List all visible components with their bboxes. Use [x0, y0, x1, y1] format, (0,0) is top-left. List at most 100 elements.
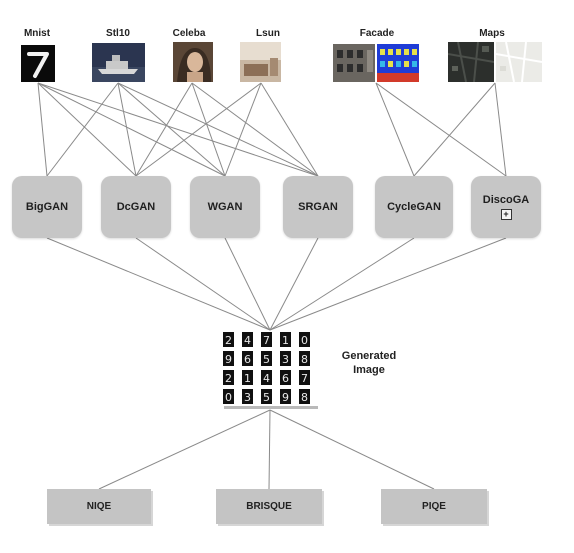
digit-sample-tile: 5: [261, 389, 272, 404]
svg-text:0: 0: [301, 334, 308, 347]
metric-label-niqe: NIQE: [86, 501, 112, 512]
dataset-label-celeba: Celeba: [172, 28, 206, 39]
edge-generated-to-niqe: [98, 409, 271, 490]
svg-text:5: 5: [263, 353, 270, 366]
digit-sample-tile: 2: [223, 332, 234, 347]
digit-sample-tile: 8: [299, 389, 310, 404]
model-node-biggan: BigGAN: [12, 176, 82, 238]
generated-image-label-line2: Image: [353, 364, 385, 376]
edge-facade-to-cyclegan: [375, 82, 415, 177]
celeba-thumbnail: [173, 42, 213, 82]
svg-text:7: 7: [263, 334, 270, 347]
svg-text:8: 8: [301, 353, 308, 366]
svg-text:3: 3: [282, 353, 289, 366]
generated-image-label: Generated Image: [329, 349, 409, 377]
edge-srgan-to-generated: [269, 237, 319, 331]
model-node-discogan: DiscoGA +: [471, 176, 541, 238]
model-node-cyclegan: CycleGAN: [375, 176, 453, 238]
svg-text:3: 3: [244, 391, 251, 404]
edge-cyclegan-to-generated: [269, 237, 415, 331]
model-node-dcgan: DcGAN: [101, 176, 171, 238]
edge-stl10-to-wgan: [117, 82, 226, 177]
edge-stl10-to-srgan: [117, 82, 319, 177]
edge-lsun-to-dcgan: [135, 82, 262, 177]
digit-sample-tile: 1: [280, 332, 291, 347]
edge-mnist-to-wgan: [37, 82, 226, 177]
digit-sample-tile: 5: [261, 351, 272, 366]
stl10-thumbnail: [92, 43, 145, 82]
digit-sample-tile: 1: [242, 370, 253, 385]
edge-biggan-to-generated: [46, 237, 271, 331]
edge-mnist-to-biggan: [37, 82, 48, 177]
dataset-label-mnist: Mnist: [23, 28, 51, 39]
digit-sample-tile: 0: [299, 332, 310, 347]
edge-dcgan-to-generated: [135, 237, 271, 331]
model-node-wgan: WGAN: [190, 176, 260, 238]
edge-lsun-to-srgan: [260, 82, 319, 177]
edge-stl10-to-biggan: [46, 82, 119, 177]
mnist-thumbnail: [21, 45, 55, 82]
edge-generated-to-brisque: [268, 409, 271, 490]
dataset-label-lsun: Lsun: [256, 28, 280, 39]
svg-text:9: 9: [225, 353, 232, 366]
svg-text:1: 1: [282, 334, 289, 347]
svg-text:4: 4: [263, 372, 270, 385]
svg-text:8: 8: [301, 391, 308, 404]
lsun-thumbnail: [240, 42, 281, 82]
edge-maps-to-discogan: [494, 82, 507, 177]
dataset-label-maps: Maps: [479, 28, 505, 39]
facade-label-map-thumbnail: [377, 44, 419, 82]
metric-node-piqe: PIQE: [381, 489, 487, 524]
digit-sample-tile: 2: [223, 370, 234, 385]
svg-text:2: 2: [225, 334, 232, 347]
model-label-srgan: SRGAN: [298, 201, 338, 213]
digit-sample-tile: 0: [223, 389, 234, 404]
model-label-wgan: WGAN: [207, 201, 243, 213]
digit-sample-tile: 4: [242, 332, 253, 347]
edge-wgan-to-generated: [224, 237, 271, 331]
digit-sample-tile: 9: [280, 389, 291, 404]
edge-generated-to-piqe: [269, 409, 435, 490]
edge-stl10-to-dcgan: [117, 82, 137, 177]
maps-map-thumbnail: [496, 42, 542, 82]
digit-sample-tile: 9: [223, 351, 234, 366]
digit-sample-tile: 3: [242, 389, 253, 404]
digit-sample-tile: 3: [280, 351, 291, 366]
model-node-srgan: SRGAN: [283, 176, 353, 238]
metric-node-brisque: BRISQUE: [216, 489, 322, 524]
model-label-dcgan: DcGAN: [116, 201, 156, 213]
svg-text:9: 9: [282, 391, 289, 404]
digit-sample-tile: 7: [261, 332, 272, 347]
plus-box-icon: +: [500, 209, 512, 220]
metric-label-brisque: BRISQUE: [246, 501, 292, 512]
edge-lsun-to-wgan: [224, 82, 262, 177]
edge-mnist-to-dcgan: [37, 82, 137, 177]
svg-text:5: 5: [263, 391, 270, 404]
svg-text:1: 1: [244, 372, 251, 385]
edge-facade-to-discogan: [375, 82, 507, 177]
model-label-biggan: BigGAN: [25, 201, 69, 213]
model-label-discogan: DiscoGA: [482, 194, 530, 206]
facade-photo-thumbnail: [333, 44, 375, 82]
svg-text:2: 2: [225, 372, 232, 385]
svg-text:4: 4: [244, 334, 251, 347]
model-label-cyclegan: CycleGAN: [387, 201, 441, 213]
dataset-label-stl10: Stl10: [106, 28, 130, 39]
digit-sample-tile: 8: [299, 351, 310, 366]
svg-text:0: 0: [225, 391, 232, 404]
metric-node-niqe: NIQE: [47, 489, 151, 524]
edge-celeba-to-srgan: [191, 82, 319, 177]
digit-sample-tile: 6: [280, 370, 291, 385]
svg-text:6: 6: [282, 372, 289, 385]
generated-image-label-line1: Generated: [341, 350, 397, 362]
svg-text:6: 6: [244, 353, 251, 366]
generated-image-baseline: [224, 406, 318, 409]
metric-label-piqe: PIQE: [422, 501, 446, 512]
digit-sample-tile: 7: [299, 370, 310, 385]
dataset-label-facade: Facade: [359, 28, 395, 39]
digit-sample-tile: 6: [242, 351, 253, 366]
edge-maps-to-cyclegan: [413, 82, 496, 177]
edge-celeba-to-wgan: [191, 82, 226, 177]
